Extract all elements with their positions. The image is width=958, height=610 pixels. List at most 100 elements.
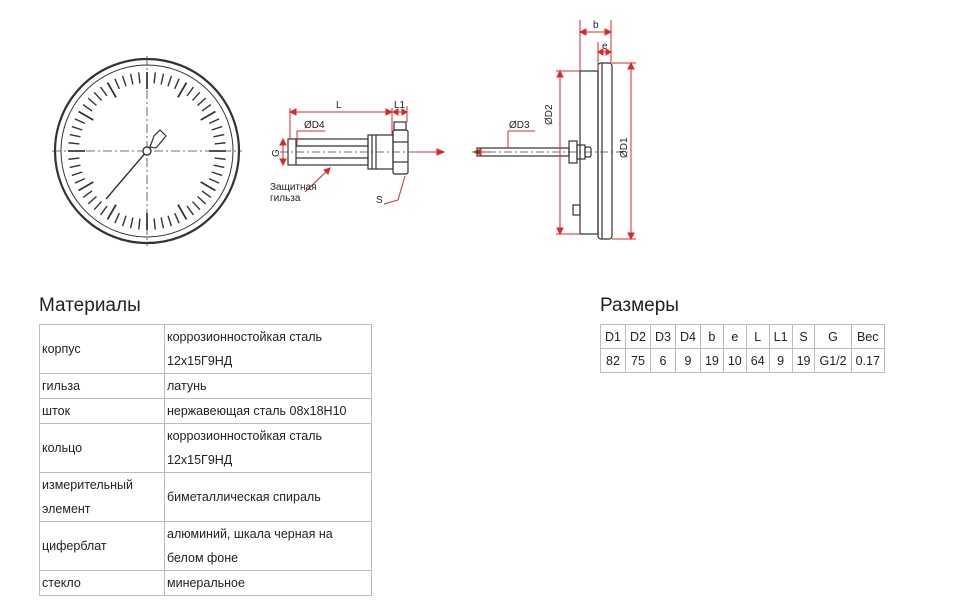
dial-tick xyxy=(68,157,80,160)
dial-tick xyxy=(197,97,207,107)
sizes-value-cell: 75 xyxy=(624,348,651,373)
protective-sleeve-view: L L1 ØD4 G Защитная гильза S xyxy=(270,100,446,206)
dial-tick xyxy=(129,217,134,229)
dial-tick xyxy=(213,164,225,169)
material-value: нержавеющая сталь 08х18Н10 xyxy=(164,398,372,424)
dial-tick xyxy=(106,204,117,220)
sizes-value-cell: 9 xyxy=(674,348,701,373)
dial-scale-ticks xyxy=(68,72,226,230)
dim-D3-label: ØD3 xyxy=(509,120,530,131)
dim-D4-label: ØD4 xyxy=(304,120,325,131)
dial-tick xyxy=(211,171,223,177)
material-value-line: 12х15Г9НД xyxy=(167,354,233,368)
dim-D2-label: ØD2 xyxy=(544,104,555,125)
dial-tick xyxy=(71,125,83,131)
material-value: латунь xyxy=(164,373,372,399)
dial-tick xyxy=(153,218,156,230)
material-part: гильза xyxy=(39,373,165,399)
dial-tick xyxy=(114,78,120,90)
dial-tick xyxy=(129,73,134,85)
sizes-value-cell: 0.17 xyxy=(850,348,885,373)
material-value: биметаллическая спираль xyxy=(164,472,372,522)
gauge-profile-view: b e ØD3 ØD2 ØD1 xyxy=(472,20,636,241)
dial-tick xyxy=(201,103,212,112)
dial-tick xyxy=(213,133,225,138)
sizes-header-cell: Вес xyxy=(850,324,885,349)
dial-tick xyxy=(121,215,127,227)
material-part-line: измерительный xyxy=(42,478,133,492)
materials-title: Материалы xyxy=(39,295,141,316)
material-value-line: коррозионностойкая сталь xyxy=(167,330,322,344)
sizes-value-cell: 9 xyxy=(768,348,793,373)
dial-tick xyxy=(200,110,216,121)
dial-tick xyxy=(82,190,93,199)
dial-tick xyxy=(78,181,94,192)
dial-tick xyxy=(200,181,216,192)
dial-tick xyxy=(191,201,201,211)
dim-S-label: S xyxy=(376,195,383,206)
dial-tick xyxy=(191,91,201,101)
dial-tick xyxy=(74,118,86,124)
dial-tick xyxy=(99,86,108,97)
dial-tick xyxy=(69,164,81,169)
sizes-header-cell: b xyxy=(699,324,724,349)
material-value-line: нержавеющая сталь 08х18Н10 xyxy=(167,404,347,418)
material-part: циферблат xyxy=(39,521,165,571)
dial-tick xyxy=(214,157,226,160)
sizes-header-cell: S xyxy=(791,324,816,349)
dial-tick xyxy=(201,190,212,199)
sizes-value-cell: 19 xyxy=(699,348,724,373)
dial-tick xyxy=(153,72,156,84)
material-value-line: 12х15Г9НД xyxy=(167,453,233,467)
dial-tick xyxy=(138,72,141,84)
sizes-header-cell: L xyxy=(745,324,770,349)
material-value-line: коррозионностойкая сталь xyxy=(167,429,322,443)
dial-tick xyxy=(174,212,180,224)
sizes-value-cell: 6 xyxy=(649,348,676,373)
dial-tick xyxy=(74,178,86,184)
dim-b-label: b xyxy=(593,20,599,31)
dial-tick xyxy=(160,217,165,229)
dial-tick xyxy=(167,215,173,227)
material-value: минеральное xyxy=(164,570,372,596)
material-value-line: латунь xyxy=(167,379,207,393)
dial-tick xyxy=(82,103,93,112)
dial-tick xyxy=(208,118,220,124)
material-part: стекло xyxy=(39,570,165,596)
dial-tick xyxy=(138,218,141,230)
material-value: коррозионностойкая сталь 12х15Г9НД xyxy=(164,423,372,473)
dial-tick xyxy=(208,178,220,184)
sizes-value-cell: 19 xyxy=(791,348,816,373)
material-value-line: алюминий, шкала черная на xyxy=(167,527,333,541)
dial-tick xyxy=(114,212,120,224)
dial-tick xyxy=(211,125,223,131)
gauge-front-view xyxy=(52,56,242,246)
dial-tick xyxy=(197,195,207,205)
sizes-header-cell: D3 xyxy=(649,324,676,349)
sizes-title: Размеры xyxy=(600,295,679,316)
dial-tick xyxy=(174,78,180,90)
material-value-line: биметаллическая спираль xyxy=(167,490,321,504)
dial-tick xyxy=(214,142,226,145)
sizes-header-cell: e xyxy=(722,324,747,349)
sizes-header-cell: D4 xyxy=(674,324,701,349)
dial-tick xyxy=(78,110,94,121)
protective-sleeve-label-2: гильза xyxy=(270,193,301,204)
dial-tick xyxy=(177,204,188,220)
sizes-header-cell: D2 xyxy=(624,324,651,349)
dim-L1-label: L1 xyxy=(394,100,406,111)
technical-drawing: L L1 ØD4 G Защитная гильза S xyxy=(52,20,636,246)
dial-tick xyxy=(71,171,83,177)
dim-G-label: G xyxy=(271,149,282,157)
sizes-value-cell: 10 xyxy=(722,348,747,373)
dial-tick xyxy=(87,195,97,205)
